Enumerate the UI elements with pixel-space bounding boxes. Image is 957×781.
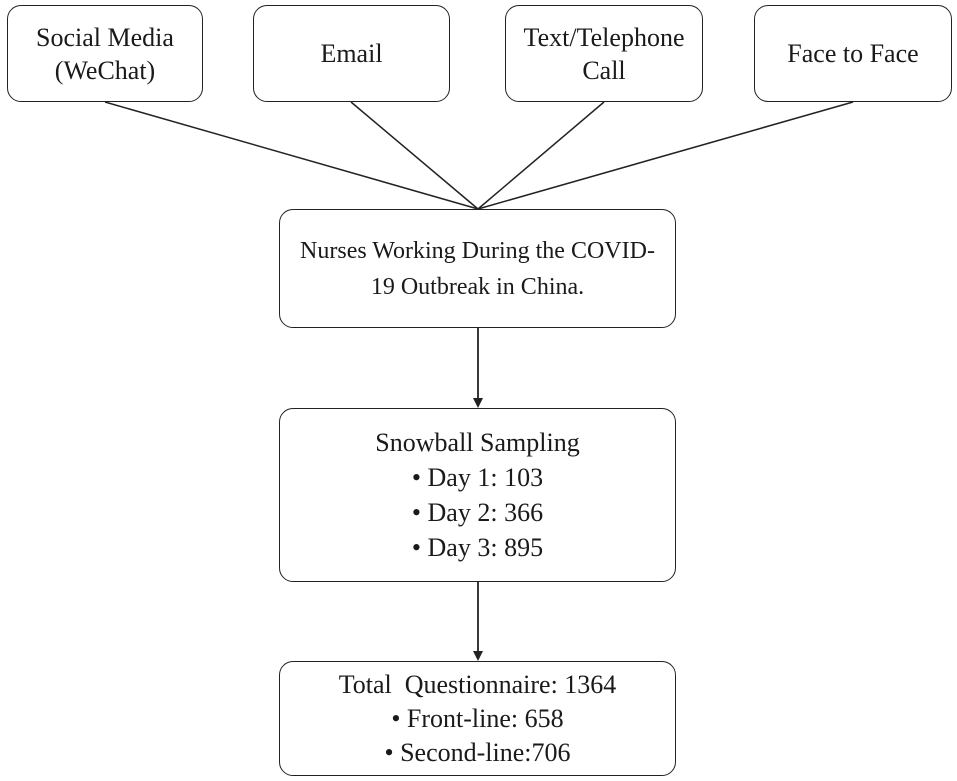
source-text-telephone-line-2: Call	[582, 55, 626, 85]
source-social-media-line-1: Social Media	[36, 22, 174, 52]
source-text-telephone-box: Text/Telephone Call	[505, 5, 703, 102]
sampling-day-1: • Day 1: 103	[411, 463, 544, 492]
source-email-label: Email	[320, 39, 383, 68]
sampling-day-2: • Day 2: 366	[411, 498, 544, 527]
total-front-line: • Front-line: 658	[391, 703, 564, 733]
source-social-media-box: Social Media (WeChat)	[7, 5, 203, 102]
source-text-telephone-line-1: Text/Telephone	[523, 22, 685, 52]
total-second-line: • Second-line:706	[384, 737, 571, 767]
sampling-day-3: • Day 3: 895	[411, 533, 544, 562]
snowball-sampling-title: Snowball Sampling	[375, 428, 580, 457]
total-questionnaire-title: Total Questionnaire: 1364	[338, 669, 617, 699]
source-face-to-face-box: Face to Face	[754, 5, 952, 102]
connector-face	[477, 101, 854, 210]
population-box: Nurses Working During the COVID- 19 Outb…	[279, 209, 676, 328]
population-line-1: Nurses Working During the COVID-	[300, 237, 655, 264]
source-face-to-face-label: Face to Face	[787, 39, 919, 68]
population-line-2: 19 Outbreak in China.	[370, 273, 585, 300]
snowball-sampling-box: Snowball Sampling • Day 1: 103 • Day 2: …	[279, 408, 676, 582]
total-questionnaire-box: Total Questionnaire: 1364 • Front-line: …	[279, 661, 676, 776]
connector-social	[104, 101, 479, 210]
connector-email	[350, 101, 479, 210]
source-email-box: Email	[253, 5, 450, 102]
source-social-media-line-2: (WeChat)	[54, 55, 156, 85]
connector-text	[477, 101, 605, 210]
